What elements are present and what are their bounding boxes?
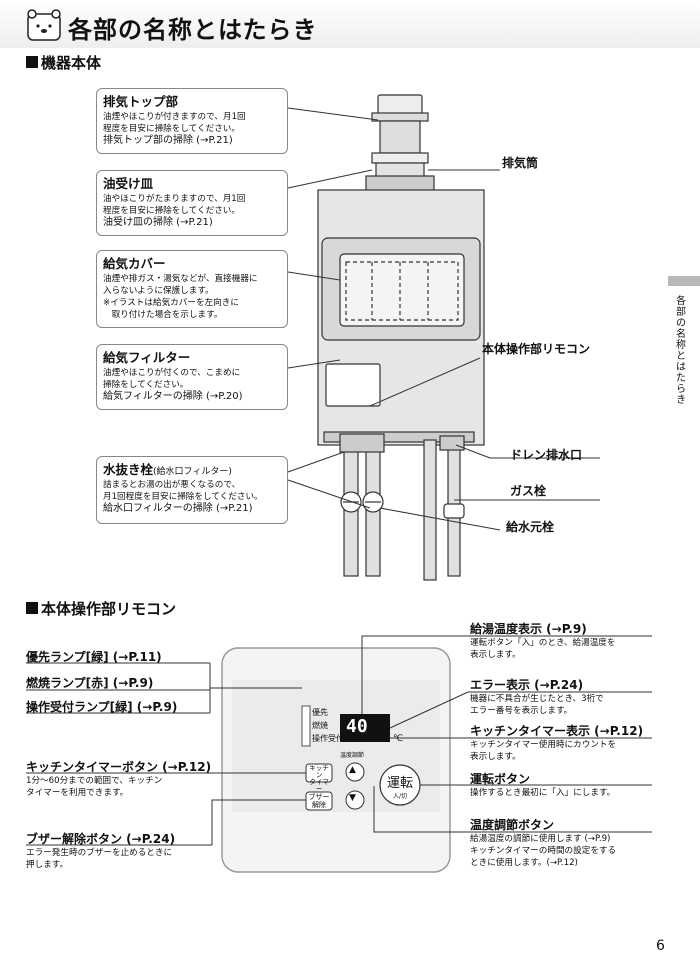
kitchen-timer-button[interactable]: キッチン タイマー xyxy=(308,765,330,793)
label-exhaust-pipe: 排気筒 xyxy=(502,156,539,170)
button-label: キッチン xyxy=(309,764,329,779)
label-air-filter: 給気フィルター 油煙やほこりが付くので、こまめに 掃除をしてください。 給気フィ… xyxy=(96,344,288,410)
label-title: 給気フィルター xyxy=(103,350,191,365)
label-body: 運転ボタン「入」のとき、給湯温度を xyxy=(470,638,616,648)
label-body: 機器に不具合が生じたとき、3桁で xyxy=(470,694,604,704)
run-button[interactable]: 運転 入/切 xyxy=(384,772,416,800)
label-body: 取り付けた場合を示します。 xyxy=(103,310,223,320)
label-title: 給気カバー xyxy=(103,256,166,271)
label-title: 給湯温度表示 (→P.9) xyxy=(470,622,587,636)
section-title: 本体操作部リモコン xyxy=(41,600,177,618)
label-title: ブザー解除ボタン (→P.24) xyxy=(26,832,176,846)
temp-unit: ℃ xyxy=(393,734,404,744)
label-body: 油煙やほこりが付くので、こまめに xyxy=(103,368,241,378)
label-body: 月1回程度を目安に掃除をしてください。 xyxy=(103,492,263,502)
label-title: 運転ボタン xyxy=(470,772,531,786)
label-temp-button: 温度調節ボタン 給湯温度の調節に使用します (→P.9) キッチンタイマーの時間… xyxy=(470,816,616,869)
header-bar xyxy=(0,0,700,48)
label-water-valve: 給水元栓 xyxy=(506,520,555,534)
label-body: 油やほこりがたまりますので、月1回 xyxy=(103,194,246,204)
mascot-icon xyxy=(27,9,61,41)
label-run-button: 運転ボタン 操作するとき最初に「入」にします。 xyxy=(470,770,615,799)
label-priority-lamp: 優先ランプ[緑] (→P.11) xyxy=(26,650,162,664)
button-sublabel: 入/切 xyxy=(392,793,408,800)
label-title: キッチンタイマー表示 (→P.12) xyxy=(470,724,644,738)
section-title: 機器本体 xyxy=(41,54,102,72)
label-body: 油煙や排ガス・湯気などが、直接機器に xyxy=(103,274,258,284)
down-button[interactable]: ▼ xyxy=(349,793,356,803)
water-heater-body xyxy=(317,189,485,446)
label-title: 油受け皿 xyxy=(103,176,154,191)
label-ref: 給水口フィルターの掃除 (→P.21) xyxy=(103,503,253,514)
label-body: 表示します。 xyxy=(470,650,521,660)
label-title: 排気トップ部 xyxy=(103,94,179,109)
exhaust-pipe xyxy=(365,94,435,192)
label-drain-plug: 水抜き栓(給水口フィルター) 詰まるとお湯の出が悪くなるので、 月1回程度を目安… xyxy=(96,456,288,524)
label-accept-lamp: 操作受付ランプ[緑] (→P.9) xyxy=(26,700,178,714)
label-oil-tray: 油受け皿 油やほこりがたまりますので、月1回 程度を目安に掃除をしてください。 … xyxy=(96,170,288,236)
button-label: ブザー xyxy=(308,793,330,801)
lamp-priority: 優先 xyxy=(312,708,328,717)
label-body: 1分～60分までの範囲で、キッチン xyxy=(26,776,163,786)
label-gas-valve: ガス栓 xyxy=(510,484,547,498)
remote-panel-shape xyxy=(221,647,451,873)
label-error-display: エラー表示 (→P.24) 機器に不具合が生じたとき、3桁で エラー番号を表示し… xyxy=(470,676,604,717)
section-heading-unit: 機器本体 xyxy=(26,52,101,73)
buzzer-button[interactable]: ブザー 解除 xyxy=(308,793,330,809)
label-body: 入らないように保護します。 xyxy=(103,286,214,296)
label-temp-display: 給湯温度表示 (→P.9) 運転ボタン「入」のとき、給湯温度を 表示します。 xyxy=(470,620,616,661)
label-ref: 給気フィルターの掃除 (→P.20) xyxy=(103,391,243,402)
label-body: エラー発生時のブザーを止めるときに xyxy=(26,848,173,858)
button-label: 運転 xyxy=(386,776,413,791)
temp-adjust-label: 温度調節 xyxy=(340,752,365,759)
label-main-remote: 本体操作部リモコン xyxy=(482,342,591,356)
label-body: 表示します。 xyxy=(470,752,521,762)
label-body: 程度を目安に掃除をしてください。 xyxy=(103,124,240,134)
side-tab-text: 各部の名称とはたらき xyxy=(676,296,686,406)
label-timer-display: キッチンタイマー表示 (→P.12) キッチンタイマー使用時にカウントを 表示し… xyxy=(470,722,643,763)
label-ref: 油受け皿の掃除 (→P.21) xyxy=(103,217,213,228)
label-body: ※イラストは給気カバーを左向きに xyxy=(103,298,239,308)
label-body: キッチンタイマーの時間の設定をする xyxy=(470,846,617,856)
button-label: 解除 xyxy=(312,801,326,809)
section-heading-remote: 本体操作部リモコン xyxy=(26,598,176,619)
label-title: キッチンタイマーボタン (→P.12) xyxy=(26,760,212,774)
label-body: ときに使用します。(→P.12) xyxy=(470,858,578,868)
label-body: 操作するとき最初に「入」にします。 xyxy=(470,788,616,798)
label-ref: 排気トップ部の掃除 (→P.21) xyxy=(103,135,233,146)
label-subtitle: (給水口フィルター) xyxy=(153,467,232,477)
label-body: 給湯温度の調節に使用します (→P.9) xyxy=(470,834,611,844)
label-drain-outlet: ドレン排水口 xyxy=(510,448,583,462)
page-number: 6 xyxy=(656,938,665,954)
label-body: 油煙やほこりが付きますので、月1回 xyxy=(103,112,246,122)
label-body: タイマーを利用できます。 xyxy=(26,788,129,798)
label-body: 程度を目安に掃除をしてください。 xyxy=(103,206,240,216)
label-air-cover: 給気カバー 油煙や排ガス・湯気などが、直接機器に 入らないように保護します。 ※… xyxy=(96,250,288,328)
side-tab xyxy=(668,276,700,286)
lamp-burn: 燃焼 xyxy=(312,721,328,730)
label-body: 詰まるとお湯の出が悪くなるので、 xyxy=(103,480,241,490)
label-title: エラー表示 (→P.24) xyxy=(470,678,584,692)
label-title: 水抜き栓 xyxy=(103,462,154,477)
label-kitchen-timer-button: キッチンタイマーボタン (→P.12) 1分～60分までの範囲で、キッチン タイ… xyxy=(26,758,211,799)
label-exhaust-top: 排気トップ部 油煙やほこりが付きますので、月1回 程度を目安に掃除をしてください… xyxy=(96,88,288,154)
label-burn-lamp: 燃焼ランプ[赤] (→P.9) xyxy=(26,676,154,690)
label-body: 押します。 xyxy=(26,860,69,870)
lamp-accept: 操作受付 xyxy=(312,734,344,743)
page-title: 各部の名称とはたらき xyxy=(68,16,318,44)
lamp-labels: 優先 燃焼 操作受付 xyxy=(312,706,344,745)
button-label: タイマー xyxy=(309,778,329,793)
label-title: 温度調節ボタン xyxy=(470,818,555,832)
up-button[interactable]: ▲ xyxy=(349,765,356,775)
label-buzzer-button: ブザー解除ボタン (→P.24) エラー発生時のブザーを止めるときに 押します。 xyxy=(26,830,175,871)
pipes xyxy=(339,433,465,581)
label-body: エラー番号を表示します。 xyxy=(470,706,573,716)
label-body: 掃除をしてください。 xyxy=(103,380,189,390)
temp-display-value: 40 xyxy=(346,716,368,737)
label-body: キッチンタイマー使用時にカウントを xyxy=(470,740,617,750)
